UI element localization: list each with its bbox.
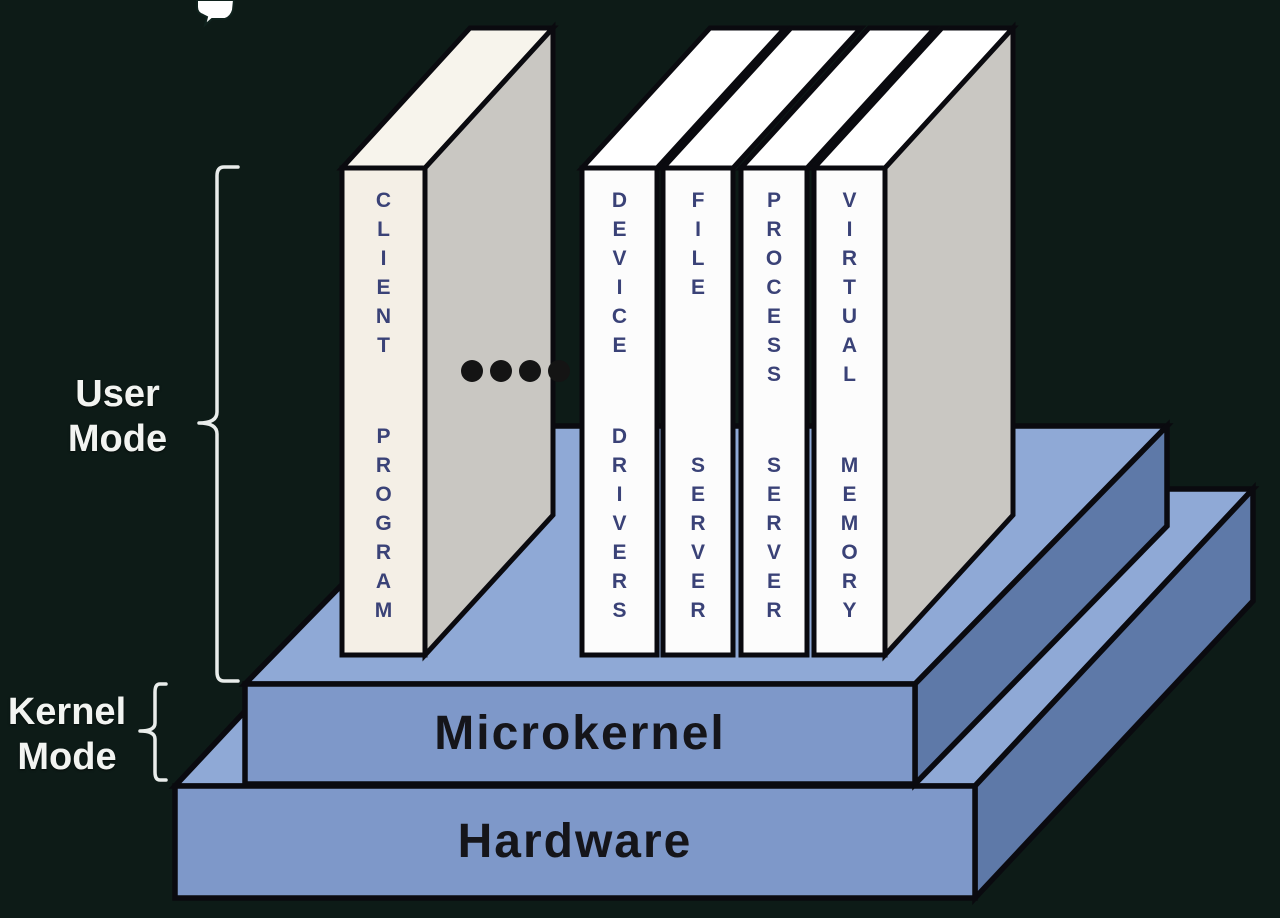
kernel-mode-line1: Kernel — [7, 691, 127, 733]
slab-letter: D — [611, 189, 628, 212]
user-mode-brace — [197, 165, 240, 683]
user-mode-label: User Mode — [30, 372, 205, 462]
slab-letter: F — [691, 189, 705, 212]
virtual-memory-front-face — [811, 165, 888, 658]
file-server-front-face — [660, 165, 736, 658]
slab-letter: E — [612, 334, 627, 357]
ellipsis-dots-icon — [461, 360, 570, 382]
slab-letter: P — [376, 425, 391, 448]
slab-letter: S — [766, 334, 781, 357]
slab-letter: R — [766, 218, 782, 241]
slab-letter: V — [842, 189, 857, 212]
slab-letter: D — [611, 425, 628, 448]
slab-letter: C — [611, 305, 628, 328]
client-program-slab — [336, 21, 559, 662]
slab-letter: I — [846, 218, 853, 241]
slab-letter: Y — [842, 599, 857, 622]
slab-letter: E — [690, 483, 705, 506]
kernel-mode-line2: Mode — [17, 736, 117, 778]
slab-letter: R — [611, 570, 628, 593]
hand-cursor-icon — [196, 0, 236, 28]
slab-letter: R — [690, 599, 706, 622]
slab-letter: L — [843, 363, 856, 386]
slab-letter: V — [690, 541, 705, 564]
slab-letter: A — [375, 570, 392, 593]
slab-letter: R — [375, 454, 392, 477]
slab-letter: S — [690, 454, 705, 477]
slab-letter: R — [841, 247, 858, 270]
slab-letter: E — [842, 483, 857, 506]
hardware-label: Hardware — [457, 815, 693, 868]
slab-letter: V — [766, 541, 781, 564]
slab-letter: E — [690, 570, 705, 593]
slab-letter: E — [612, 218, 627, 241]
slab-letter: V — [612, 247, 627, 270]
slab-letter: E — [376, 276, 391, 299]
device-drivers-front-face — [579, 165, 660, 658]
slab-letter: R — [611, 454, 628, 477]
slab-letter: E — [766, 305, 781, 328]
slab-letter: M — [840, 512, 859, 535]
slab-letter: M — [374, 599, 393, 622]
process-server-front-face — [738, 165, 810, 658]
slab-letter: E — [766, 483, 781, 506]
microkernel-front-face — [242, 681, 918, 787]
slab-letter: S — [766, 363, 781, 386]
slab-letter: T — [843, 276, 856, 299]
slab-letter: P — [766, 189, 781, 212]
file-server-slab — [657, 25, 867, 658]
slab-letter: C — [375, 189, 392, 212]
slab-letter: R — [375, 541, 392, 564]
client-program-front-face — [339, 165, 428, 658]
slab-letter: G — [375, 512, 392, 535]
slab-letter: E — [690, 276, 705, 299]
ellipsis-dot — [519, 360, 541, 382]
slab-letter: I — [616, 483, 623, 506]
slab-letter: I — [380, 247, 387, 270]
slab-letter: E — [612, 541, 627, 564]
slab-letter: E — [766, 570, 781, 593]
slab-letter: I — [616, 276, 623, 299]
user-mode-line2: Mode — [67, 418, 168, 460]
slab-letter: O — [841, 541, 858, 564]
ellipsis-dot — [490, 360, 512, 382]
slab-letter: O — [765, 247, 783, 270]
slab-letter: T — [377, 334, 390, 357]
slab-letter: R — [690, 512, 706, 535]
slab-letter: L — [691, 247, 705, 270]
device-drivers-slab — [576, 25, 791, 658]
slab-letter: S — [766, 454, 781, 477]
microkernel-label: Microkernel — [434, 707, 726, 760]
process-server-slab — [735, 25, 941, 658]
slab-letter: M — [840, 454, 859, 477]
slab-letter: O — [375, 483, 392, 506]
slab-letter: R — [841, 570, 858, 593]
kernel-mode-label: Kernel Mode — [0, 690, 134, 780]
ellipsis-dot — [548, 360, 570, 382]
slab-letter: A — [841, 334, 858, 357]
slab-letter: C — [766, 276, 782, 299]
slab-letter: I — [695, 218, 701, 241]
slab-letter: L — [377, 218, 390, 241]
slab-letter: V — [612, 512, 627, 535]
slab-letter: N — [375, 305, 392, 328]
virtual-memory-slab — [808, 21, 1019, 662]
kernel-mode-brace — [138, 682, 168, 782]
slab-letter: R — [766, 512, 782, 535]
slab-letter: S — [612, 599, 627, 622]
slab-letter: U — [841, 305, 858, 328]
slab-letter: R — [766, 599, 782, 622]
ellipsis-dot — [461, 360, 483, 382]
user-mode-line1: User — [75, 373, 160, 415]
